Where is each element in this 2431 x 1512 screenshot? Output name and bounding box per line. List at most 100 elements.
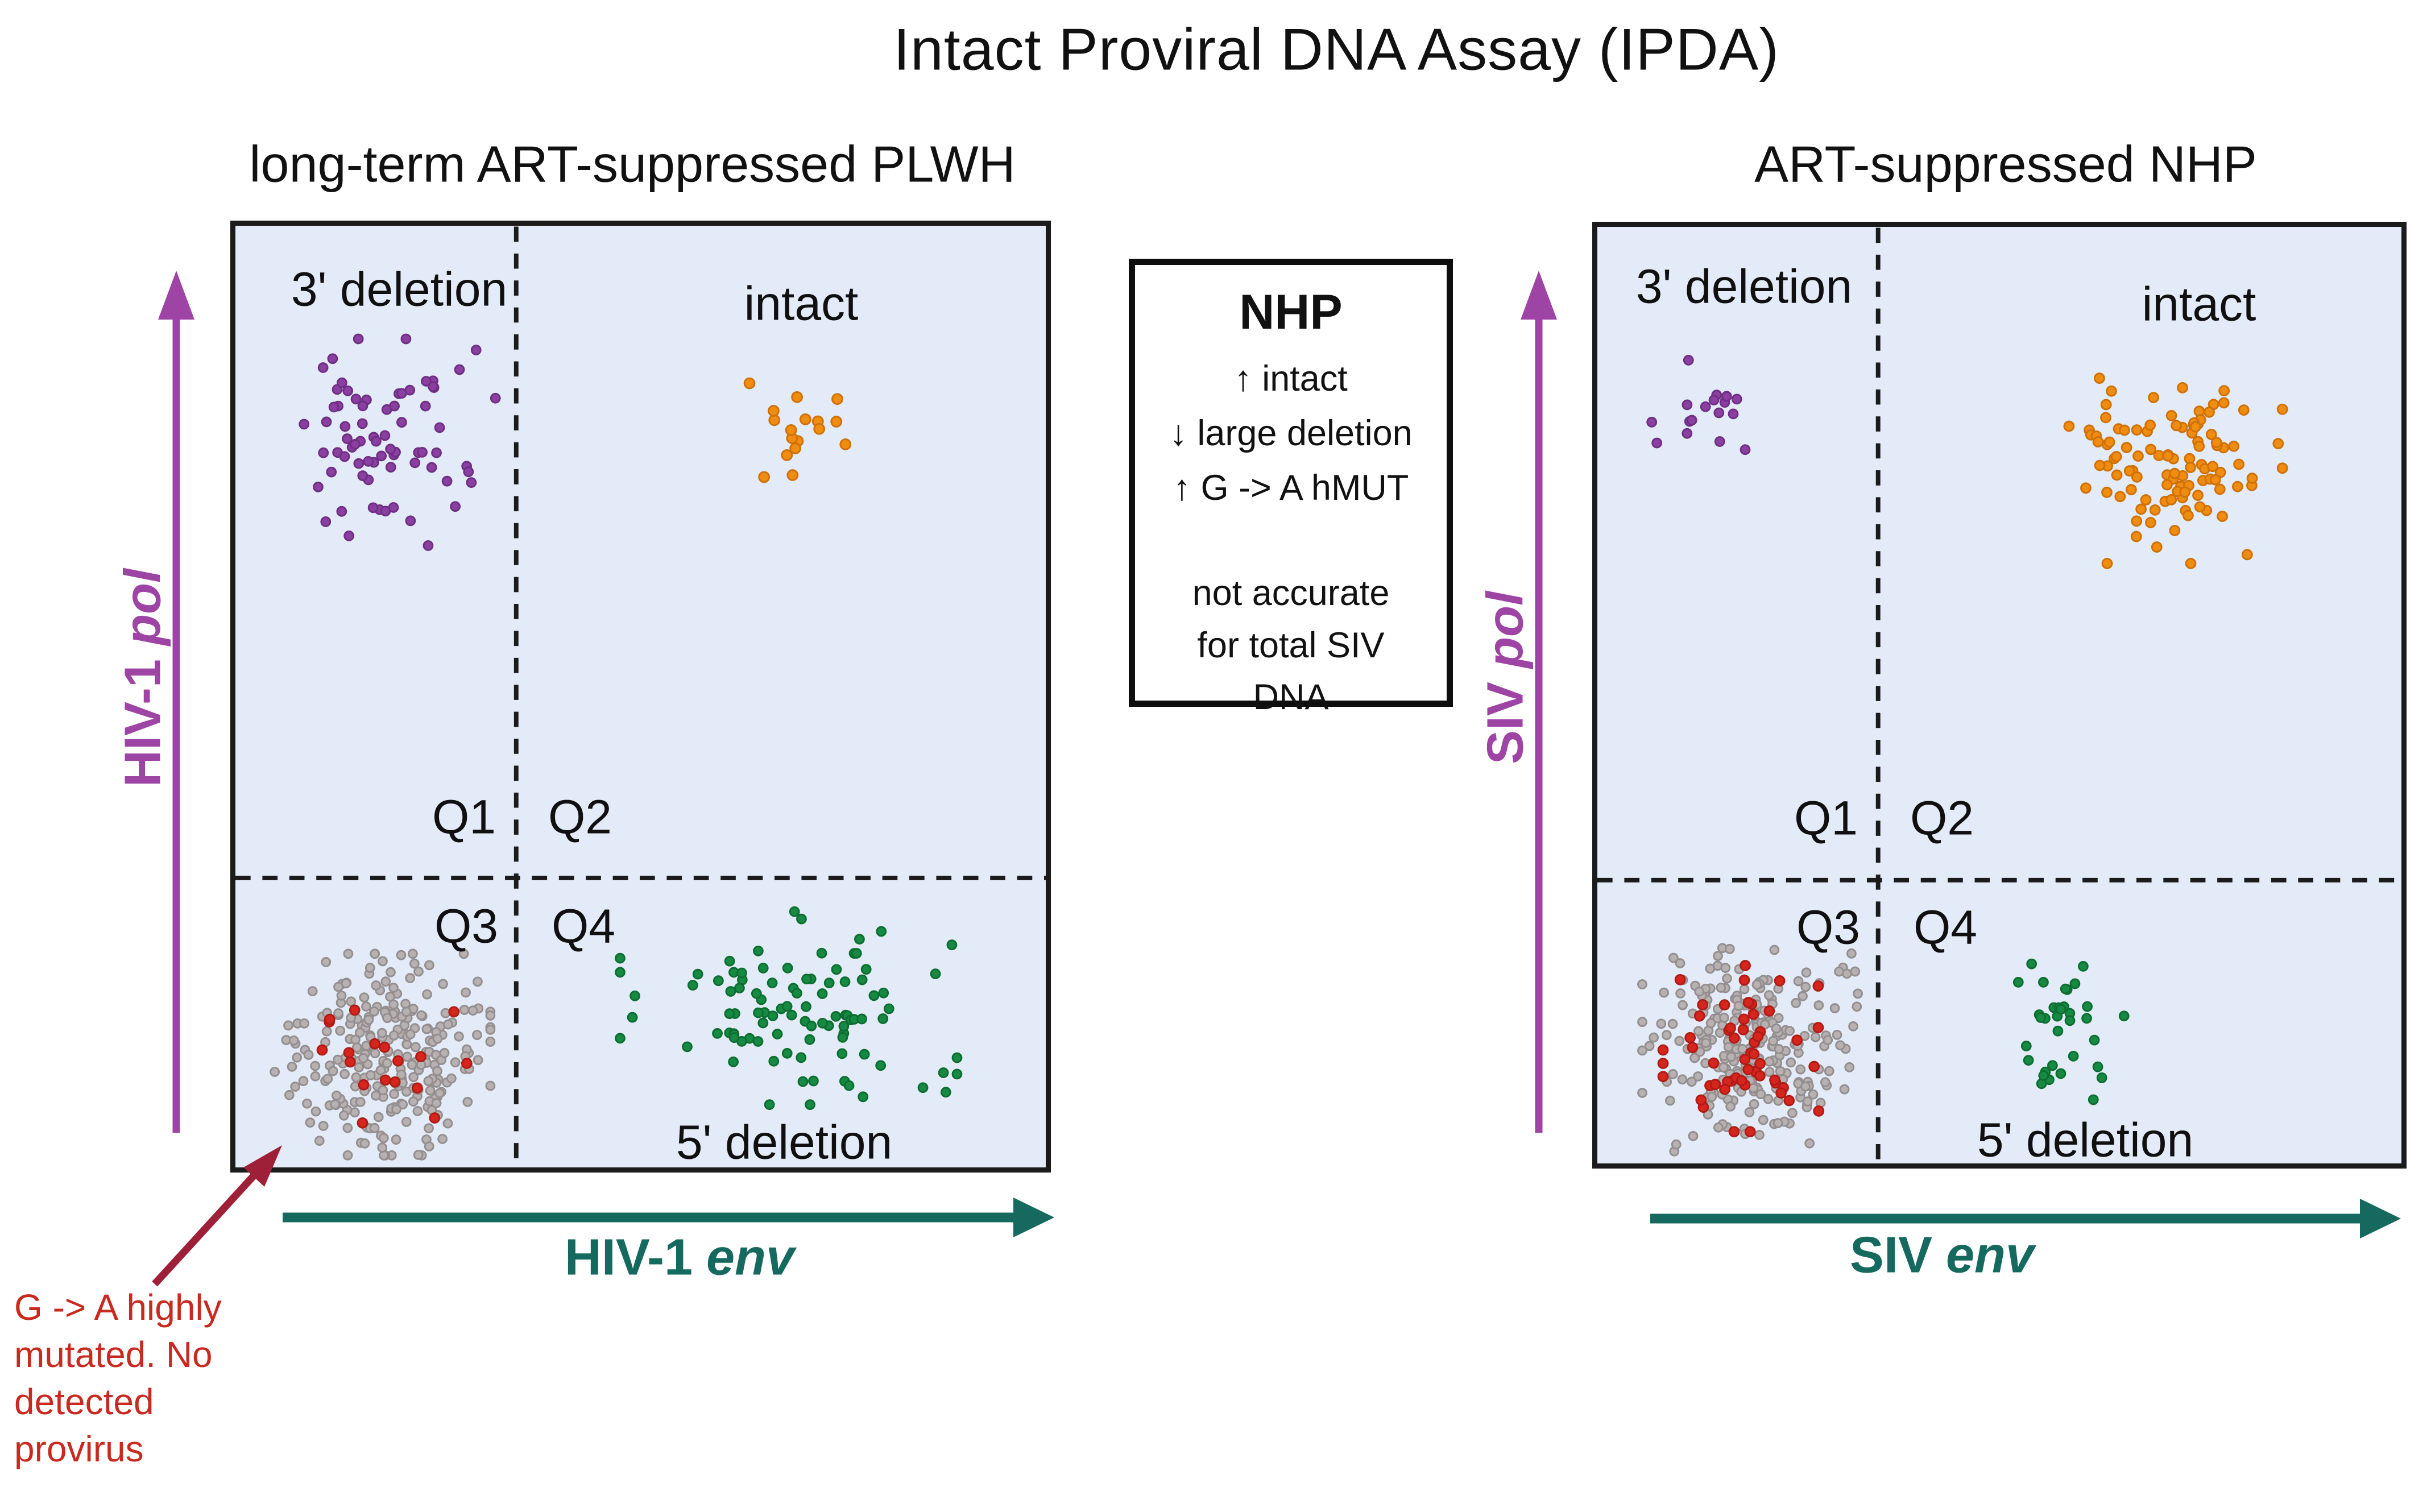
dot-no-detected-provirus	[1694, 986, 1705, 997]
dot-3-deletion-pol-only	[454, 364, 465, 375]
dot-no-detected-provirus	[472, 1030, 482, 1040]
dot-no-detected-provirus	[473, 1055, 483, 1066]
dot-intact-provirus	[2217, 511, 2228, 522]
dot-5-deletion-env-only	[753, 945, 764, 956]
dot-no-detected-provirus	[1664, 1095, 1675, 1106]
dot-intact-provirus	[2131, 424, 2143, 436]
dot-5-deletion-env-only	[782, 962, 793, 974]
dot-no-detected-provirus	[408, 1096, 419, 1107]
dot-no-detected-provirus	[310, 1106, 321, 1117]
dot-no-detected-provirus	[1835, 1040, 1845, 1051]
hypermutation-annotation-line: G -> A highly	[14, 1287, 222, 1328]
dot-g-to-a-hypermutated	[1708, 1057, 1720, 1069]
dot-no-detected-provirus	[1824, 1066, 1834, 1076]
dot-no-detected-provirus	[371, 980, 382, 991]
dot-5-deletion-env-only	[859, 1049, 870, 1060]
dot-intact-provirus	[2276, 403, 2288, 415]
dot-5-deletion-env-only	[838, 1021, 850, 1032]
dot-g-to-a-hypermutated	[1695, 1094, 1707, 1106]
dot-5-deletion-env-only	[781, 1047, 793, 1059]
dot-g-to-a-hypermutated	[429, 1112, 441, 1124]
dot-intact-provirus	[786, 469, 799, 481]
dot-no-detected-provirus	[396, 1069, 407, 1080]
dot-no-detected-provirus	[287, 1061, 297, 1072]
dot-g-to-a-hypermutated	[1738, 974, 1750, 986]
dot-3-deletion-pol-only	[1728, 408, 1739, 420]
dot-no-detected-provirus	[310, 1061, 321, 1071]
dot-5-deletion-env-only	[2052, 1025, 2064, 1037]
dot-3-deletion-pol-only	[313, 481, 324, 492]
dot-g-to-a-hypermutated	[379, 1074, 391, 1086]
x-axis-gene: env	[1945, 1227, 2035, 1284]
dot-intact-provirus	[2162, 450, 2173, 462]
dot-intact-provirus	[2149, 504, 2161, 516]
label-3-deletion: 3' deletion	[1635, 259, 1853, 313]
dot-no-detected-provirus	[270, 1067, 280, 1077]
y-axis-virus: SIV	[1477, 681, 1534, 765]
dot-3-deletion-pol-only	[409, 457, 421, 469]
dot-intact-provirus	[2218, 385, 2230, 396]
dot-no-detected-provirus	[382, 1058, 392, 1068]
dot-g-to-a-hypermutated	[1728, 1032, 1740, 1044]
dot-g-to-a-hypermutated	[1737, 1024, 1749, 1035]
dot-no-detected-provirus	[1795, 1064, 1806, 1075]
dot-5-deletion-env-only	[805, 1099, 815, 1111]
quadrant-label-q1: Q1	[1794, 791, 1858, 845]
dot-no-detected-provirus	[302, 1098, 312, 1109]
dot-3-deletion-pol-only	[339, 451, 350, 462]
dot-no-detected-provirus	[1793, 976, 1804, 987]
dot-no-detected-provirus	[365, 963, 375, 973]
dot-no-detected-provirus	[1832, 1030, 1842, 1040]
dot-intact-provirus	[781, 449, 793, 461]
dot-3-deletion-pol-only	[363, 455, 374, 467]
dot-no-detected-provirus	[380, 976, 391, 987]
dot-5-deletion-env-only	[789, 906, 800, 917]
dot-5-deletion-env-only	[2060, 983, 2071, 995]
dot-intact-provirus	[2246, 473, 2258, 484]
dot-no-detected-provirus	[1733, 1001, 1744, 1011]
x-axis-virus: HIV-1	[564, 1229, 693, 1286]
dot-g-to-a-hypermutated	[1693, 1010, 1705, 1022]
dot-5-deletion-env-only	[877, 1013, 889, 1024]
dot-5-deletion-env-only	[757, 963, 769, 974]
dot-no-detected-provirus	[1758, 1115, 1769, 1125]
dot-3-deletion-pol-only	[466, 477, 477, 488]
dot-no-detected-provirus	[382, 1013, 392, 1024]
dot-3-deletion-pol-only	[299, 419, 310, 430]
dot-5-deletion-env-only	[946, 939, 958, 951]
dot-5-deletion-env-only	[751, 988, 762, 999]
dot-g-to-a-hypermutated	[1763, 1005, 1775, 1017]
dot-no-detected-provirus	[409, 958, 420, 969]
dot-5-deletion-env-only	[854, 934, 865, 945]
dot-intact-provirus	[2182, 509, 2194, 521]
note-box-caveat-line: DNA	[1253, 677, 1329, 717]
figure-title: Intact Proviral DNA Assay (IPDA)	[893, 16, 1779, 83]
dot-intact-provirus	[2135, 503, 2147, 515]
dot-no-detected-provirus	[361, 1001, 371, 1012]
dot-5-deletion-env-only	[630, 990, 640, 1001]
dot-3-deletion-pol-only	[379, 430, 391, 441]
dot-g-to-a-hypermutated	[1742, 1063, 1754, 1075]
dot-no-detected-provirus	[298, 1076, 309, 1087]
dot-intact-provirus	[2144, 419, 2156, 431]
dot-no-detected-provirus	[310, 1071, 321, 1082]
dot-5-deletion-env-only	[2078, 960, 2089, 972]
dot-3-deletion-pol-only	[400, 333, 412, 345]
dot-g-to-a-hypermutated	[448, 1006, 460, 1018]
dot-no-detected-provirus	[359, 992, 370, 1003]
dot-5-deletion-env-only	[2035, 1012, 2047, 1023]
dot-no-detected-provirus	[299, 1018, 309, 1029]
dot-g-to-a-hypermutated	[392, 1055, 404, 1067]
quadrant-label-q3: Q3	[434, 899, 499, 953]
dot-no-detected-provirus	[335, 1025, 346, 1036]
dot-3-deletion-pol-only	[336, 506, 347, 517]
dot-intact-provirus	[2209, 474, 2221, 486]
dot-g-to-a-hypermutated	[1748, 1048, 1760, 1060]
dot-3-deletion-pol-only	[357, 400, 368, 412]
dot-intact-provirus	[743, 377, 756, 390]
dot-no-detected-provirus	[437, 1134, 448, 1144]
dot-intact-provirus	[2185, 462, 2196, 473]
dot-3-deletion-pol-only	[385, 444, 396, 455]
dot-no-detected-provirus	[1700, 1038, 1711, 1049]
dot-intact-provirus	[2145, 517, 2156, 528]
